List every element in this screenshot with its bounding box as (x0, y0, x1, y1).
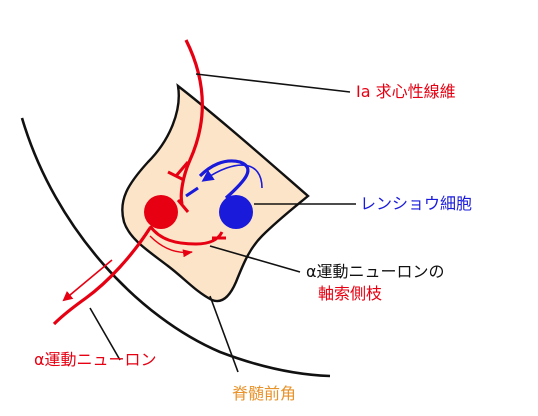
ia-synapse-terminal-2 (176, 199, 190, 213)
alpha-motor-axon (52, 227, 152, 326)
renshaw-synapse-terminal (185, 186, 199, 198)
label-ventral-horn: 脊髄前角 (232, 384, 297, 403)
leader-ia (195, 73, 351, 93)
leader-collateral (209, 245, 301, 273)
label-ia-afferent: Ia 求心性線維 (356, 82, 456, 101)
alpha-motor-axon-arrow (62, 259, 113, 302)
label-alpha-motor-neuron: α運動ニューロン (34, 350, 157, 369)
leader-alpha-motor (89, 307, 121, 361)
ia-synapse-terminal-1 (167, 170, 185, 182)
ia-afferent-fiber (179, 39, 204, 205)
renshaw-cell-soma (219, 195, 253, 229)
spinal-cord-outline (20, 117, 331, 378)
alpha-motor-neuron-soma (144, 195, 178, 229)
label-alpha-mn-collateral-2: 軸索側枝 (318, 284, 383, 303)
leader-ventral-horn (209, 295, 239, 373)
ventral-horn-region (121, 83, 310, 303)
renshaw-feedback-arrow (201, 164, 263, 189)
axon-collateral-arrow (149, 235, 193, 258)
renshaw-axon (198, 159, 250, 200)
label-renshaw-cell: レンショウ細胞 (360, 194, 473, 213)
label-alpha-mn-collateral-1: α運動ニューロンの (306, 262, 445, 281)
ia-synapse-branch-1 (174, 161, 190, 177)
